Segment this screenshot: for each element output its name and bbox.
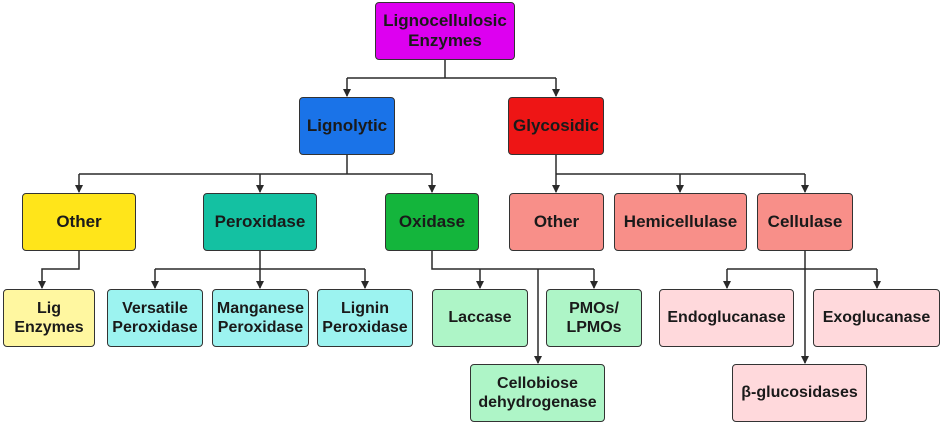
- edge-oxidase-bar: [431, 251, 594, 270]
- node-manganese-peroxidase: Manganese Peroxidase: [212, 289, 309, 347]
- node-lignocellulosic-enzymes: Lignocellulosic Enzymes: [375, 2, 515, 60]
- node-laccase: Laccase: [432, 289, 528, 347]
- node-exoglucanase: Exoglucanase: [813, 289, 940, 347]
- node-beta-glucosidases: β-glucosidases: [732, 364, 867, 422]
- node-lig-enzymes: Lig Enzymes: [3, 289, 95, 347]
- node-peroxidase: Peroxidase: [203, 193, 317, 251]
- node-endoglucanase: Endoglucanase: [659, 289, 794, 347]
- node-versatile-peroxidase: Versatile Peroxidase: [107, 289, 203, 347]
- node-lignolytic: Lignolytic: [299, 97, 395, 155]
- node-glycosidic: Glycosidic: [508, 97, 604, 155]
- edge-to-lig-enzymes: [38, 251, 80, 289]
- node-other-glycosidic: Other: [509, 193, 604, 251]
- node-other-lignolytic: Other: [22, 193, 136, 251]
- node-pmos-lpmos: PMOs/ LPMOs: [546, 289, 642, 347]
- node-cellulase: Cellulase: [757, 193, 853, 251]
- node-oxidase: Oxidase: [385, 193, 479, 251]
- node-hemicellulase: Hemicellulase: [614, 193, 747, 251]
- node-lignin-peroxidase: Lignin Peroxidase: [317, 289, 413, 347]
- node-cellobiose-dehydrogenase: Cellobiose dehydrogenase: [470, 364, 605, 422]
